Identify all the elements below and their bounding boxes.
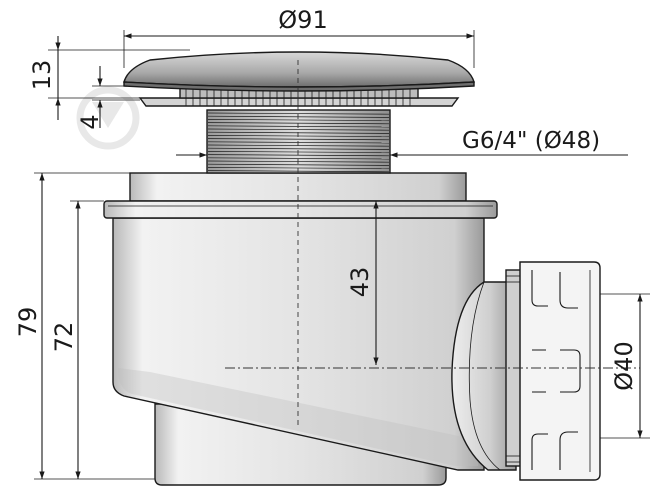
body-height-label: 72 bbox=[50, 322, 78, 353]
thread-line bbox=[207, 170, 390, 173]
dim-total-height: 79 bbox=[14, 172, 155, 480]
thread-line bbox=[207, 141, 390, 144]
dim-thread: G6/4" (Ø48) bbox=[176, 128, 628, 158]
dim-cap-diameter: Ø91 bbox=[123, 6, 475, 68]
thread-line bbox=[207, 125, 390, 128]
thread-line bbox=[207, 119, 390, 121]
thread-line bbox=[207, 112, 390, 115]
thread-line bbox=[207, 122, 390, 125]
thread-line bbox=[207, 160, 390, 163]
thread-line bbox=[207, 154, 390, 157]
thread-line bbox=[207, 144, 390, 147]
dim-body-height: 72 bbox=[50, 200, 104, 479]
rim-height-label: 4 bbox=[76, 114, 104, 129]
thread-line bbox=[207, 138, 390, 141]
thread-label: G6/4" (Ø48) bbox=[462, 128, 600, 154]
thread-line bbox=[207, 157, 390, 160]
dim-inner-depth: 43 bbox=[346, 201, 379, 365]
thread-line bbox=[207, 163, 390, 166]
cap-height-label: 13 bbox=[28, 60, 56, 91]
thread-line bbox=[207, 167, 390, 169]
thread-line bbox=[207, 147, 390, 150]
thread-line bbox=[207, 128, 390, 131]
drain-cap bbox=[123, 51, 475, 92]
dim-cap-height: 13 bbox=[28, 36, 190, 120]
trap-body bbox=[103, 172, 498, 486]
thread-line bbox=[207, 135, 390, 137]
thread-line bbox=[207, 115, 390, 118]
thread-line bbox=[207, 151, 390, 153]
outlet-diameter-label: Ø40 bbox=[610, 341, 638, 390]
outlet-nut bbox=[519, 261, 601, 481]
total-height-label: 79 bbox=[14, 307, 42, 338]
cap-diameter-label: Ø91 bbox=[278, 6, 327, 34]
thread-section bbox=[206, 109, 391, 174]
thread-line bbox=[207, 131, 390, 134]
inner-depth-label: 43 bbox=[346, 267, 374, 298]
dim-outlet-diameter: Ø40 bbox=[600, 293, 650, 439]
dim-rim-height: 4 bbox=[76, 66, 140, 130]
